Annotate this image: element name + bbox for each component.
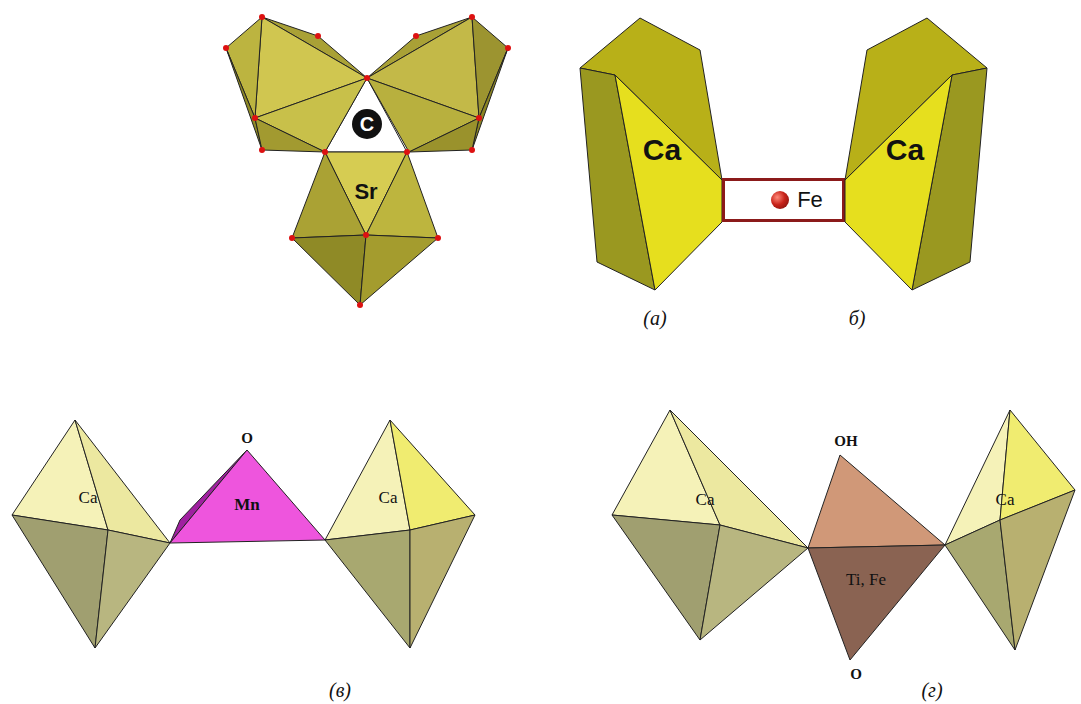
- atom-label: Ca: [379, 488, 398, 508]
- atom-label: Ca: [79, 488, 98, 508]
- octahedron: [226, 17, 367, 152]
- fe-atom-dot: [771, 191, 789, 209]
- ca-octahedron: Ca: [943, 408, 1077, 653]
- polyhedron-faces: [610, 408, 810, 643]
- polyhedron-faces: [285, 148, 445, 310]
- ca-octahedron: Ca: [323, 418, 477, 651]
- atom-label: Ca: [643, 133, 681, 167]
- vertex-dots: [223, 14, 511, 153]
- atom-label: C: [360, 113, 374, 136]
- ca-octahedron: Ca: [610, 408, 810, 643]
- panel-label: б): [849, 307, 866, 330]
- polyhedron-faces: [323, 418, 477, 651]
- sr-octahedron: Sr: [285, 148, 445, 310]
- copyright-circle: C: [352, 109, 382, 139]
- vertex-label: O: [241, 430, 253, 447]
- ca-octahedron: Ca: [578, 15, 726, 293]
- panel-label: (г): [921, 679, 942, 702]
- atom-label: Sr: [354, 179, 377, 205]
- octahedron: [367, 17, 508, 152]
- vertex-label: O: [850, 666, 862, 683]
- atom-label: Ca: [886, 133, 924, 167]
- polyhedron-faces: [806, 453, 948, 663]
- panel-label: (а): [643, 307, 666, 330]
- atom-label: Ca: [996, 490, 1015, 510]
- panel-label: (в): [329, 679, 351, 702]
- fe-site-rect: Fe: [722, 178, 845, 222]
- vertex-label: OH: [834, 433, 857, 450]
- atom-label: Mn: [234, 495, 260, 515]
- atom-label: Ti, Fe: [846, 570, 886, 590]
- polyhedron-faces: [10, 418, 174, 651]
- ca-octahedron: Ca: [841, 15, 989, 293]
- ti-fe-octahedron: Ti, Fe: [806, 453, 948, 663]
- ca-octahedron: Ca: [10, 418, 174, 651]
- atom-label: Fe: [797, 187, 823, 213]
- mn-pyramid: Mn: [168, 448, 328, 545]
- polyhedron-faces: [943, 408, 1077, 653]
- atom-label: Ca: [696, 490, 715, 510]
